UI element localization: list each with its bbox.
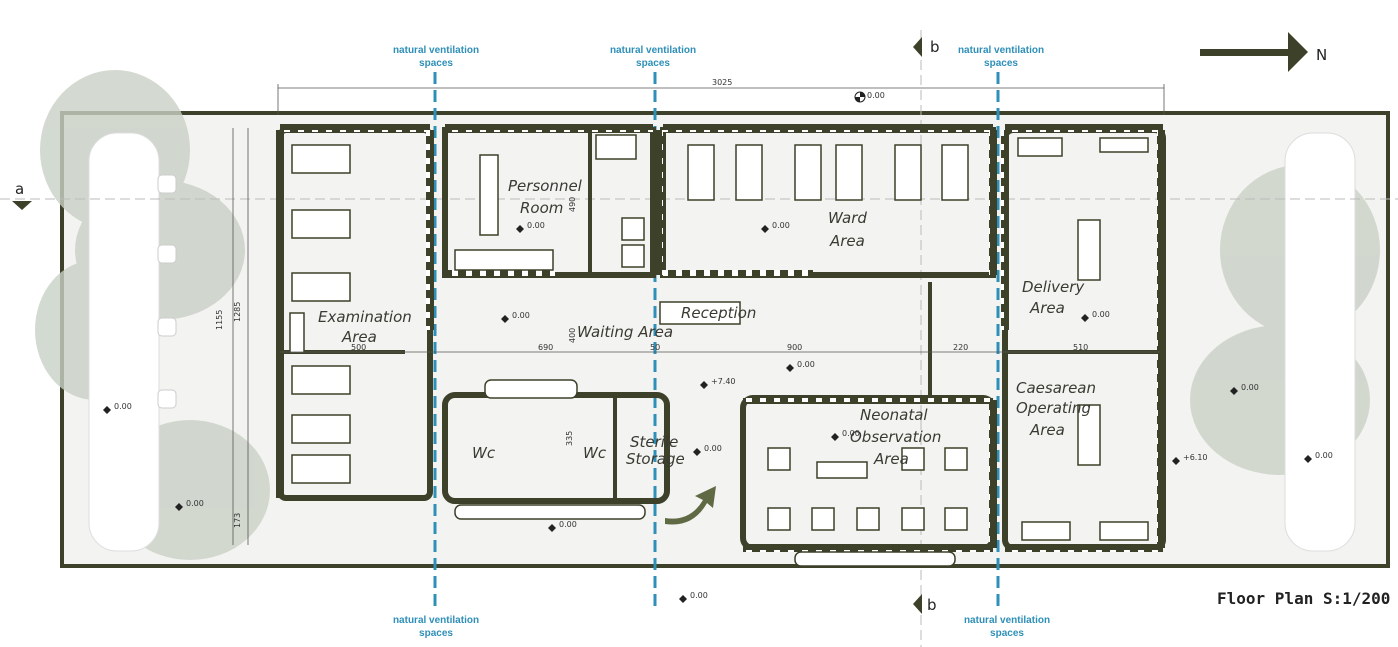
vent-label-2-line2: spaces [636, 58, 670, 69]
vent-label-5-line2: spaces [990, 628, 1024, 639]
svg-text:0.00: 0.00 [114, 402, 132, 411]
dim-1155: 1155 [215, 310, 224, 330]
svg-text:0.00: 0.00 [1241, 383, 1259, 392]
delivery-label-line2: Area [1029, 299, 1065, 317]
section-b-top-marker [913, 37, 922, 57]
svg-text:+7.40: +7.40 [711, 377, 736, 386]
vent-label-3-line2: spaces [984, 58, 1018, 69]
right-walkway [1284, 132, 1356, 552]
level-markers: 0.00 0.00 0.00 0.00 0.00 +7.40 0.00 0.00… [103, 91, 1333, 603]
svg-text:0.00: 0.00 [559, 520, 577, 529]
dim-690: 690 [538, 343, 553, 352]
caesarean-label-line3: Area [1029, 421, 1065, 439]
svg-text:0.00: 0.00 [186, 499, 204, 508]
dim-900: 900 [787, 343, 802, 352]
dim-510: 510 [1073, 343, 1088, 352]
svg-text:0.00: 0.00 [797, 360, 815, 369]
vent-label-4-line1: natural ventilation [393, 615, 479, 626]
left-walkway [88, 132, 160, 552]
vent-label-1-line1: natural ventilation [393, 45, 479, 56]
vent-label-2-line1: natural ventilation [610, 45, 696, 56]
vent-label-4-line2: spaces [419, 628, 453, 639]
beds-ward [687, 144, 969, 201]
ward-label-line1: Ward [828, 209, 867, 227]
sterile-label-line1: Sterile [630, 433, 678, 451]
wc-left-label: Wc [472, 444, 496, 462]
beds-examination [291, 144, 351, 484]
north-label: N [1316, 46, 1327, 64]
svg-text:0.00: 0.00 [772, 221, 790, 230]
svg-text:0.00: 0.00 [527, 221, 545, 230]
dim-220: 220 [953, 343, 968, 352]
personnel-label-line2: Room [520, 199, 563, 217]
vent-label-1-line2: spaces [419, 58, 453, 69]
hatched-walls [276, 124, 1165, 552]
reception-label: Reception [681, 304, 756, 322]
svg-text:0.00: 0.00 [1315, 451, 1333, 460]
dim-335: 335 [565, 431, 574, 446]
svg-text:0.00: 0.00 [1092, 310, 1110, 319]
walkway-stones [157, 174, 177, 409]
svg-text:0.00: 0.00 [704, 444, 722, 453]
section-a-label: a [15, 180, 24, 198]
svg-text:0.00: 0.00 [867, 91, 885, 100]
section-b-top-label: b [930, 38, 940, 56]
vent-label-5-line1: natural ventilation [964, 615, 1050, 626]
dim-500: 500 [351, 343, 366, 352]
cribs-neonatal [767, 447, 968, 531]
waiting-label: Waiting Area [577, 323, 673, 341]
wc-right-label: Wc [583, 444, 607, 462]
caesarean-label-line2: Operating [1016, 399, 1091, 417]
neonatal-label-line1: Neonatal [860, 406, 928, 424]
neonatal-label-line3: Area [873, 450, 909, 468]
dim-173: 173 [233, 513, 242, 528]
ward-label-line2: Area [829, 232, 865, 250]
section-a-marker [12, 201, 32, 210]
dim-50: 50 [650, 343, 660, 352]
examination-label-line2: Area [341, 328, 377, 346]
dimension-lines [232, 84, 1165, 545]
section-b-bottom-marker [913, 594, 922, 614]
examination-label-line1: Examination [318, 308, 412, 326]
caesarean-label-line1: Caesarean [1016, 379, 1096, 397]
dim-400: 400 [568, 328, 577, 343]
svg-text:0.00: 0.00 [512, 311, 530, 320]
drawing-title: Floor Plan S:1/200 [1217, 589, 1390, 608]
dim-overall: 3025 [712, 78, 732, 87]
svg-text:0.00: 0.00 [690, 591, 708, 600]
delivery-label-line1: Delivery [1022, 278, 1085, 296]
personnel-label-line1: Personnel [508, 177, 583, 195]
dim-1285: 1285 [233, 302, 242, 322]
vent-label-3-line1: natural ventilation [958, 45, 1044, 56]
svg-text:+6.10: +6.10 [1183, 453, 1208, 462]
neonatal-label-line2: Observation [850, 428, 941, 446]
section-b-bottom-label: b [927, 596, 937, 614]
sterile-label-line2: Storage [626, 450, 685, 468]
furniture-misc [289, 134, 1149, 567]
entrance-arrow [665, 486, 716, 525]
north-arrow [1200, 32, 1308, 72]
svg-text:0.00: 0.00 [842, 429, 860, 438]
dim-490: 490 [568, 197, 577, 212]
